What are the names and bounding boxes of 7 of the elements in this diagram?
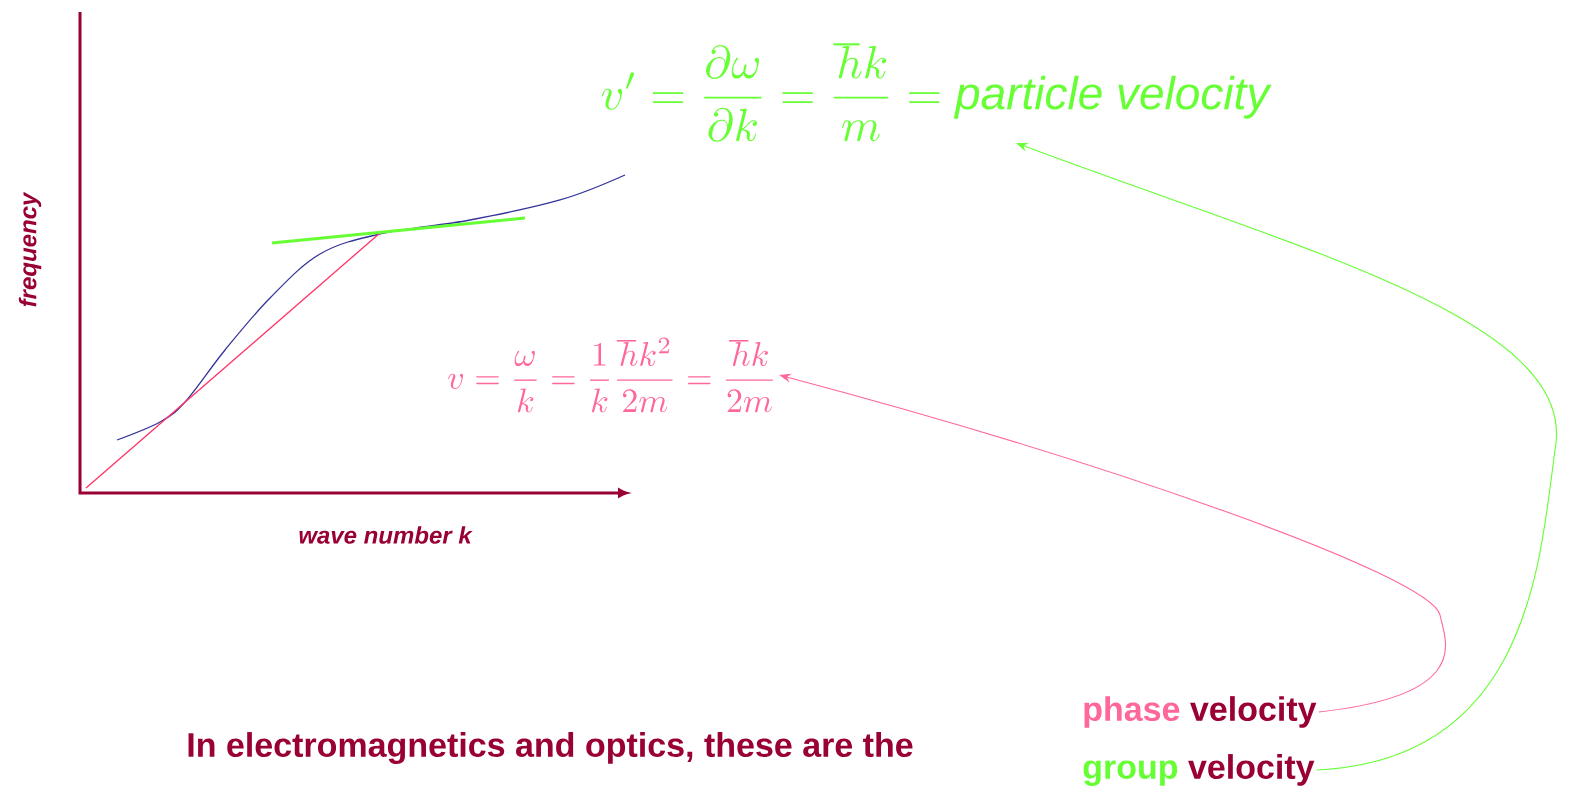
velocity-label: group velocity	[1083, 754, 1315, 786]
axis-label: frequency	[18, 191, 42, 307]
formula: $v' = \frac{\partial \omega}{\partial k} = \frac{\hbar k}{m} = \mathit{particle\ velocity}$	[601, 43, 1272, 142]
velocity-label: phase velocity	[1084, 696, 1317, 728]
formula: $v = \frac{\omega}{k} = \frac{1}{k}\frac{\hbar k^{2}}{2m} = \frac{\hbar k}{2m}$	[448, 337, 773, 413]
statement-text: In electromagnetics and optics, these are the	[188, 732, 913, 764]
axis-label: wave number k	[299, 526, 473, 544]
